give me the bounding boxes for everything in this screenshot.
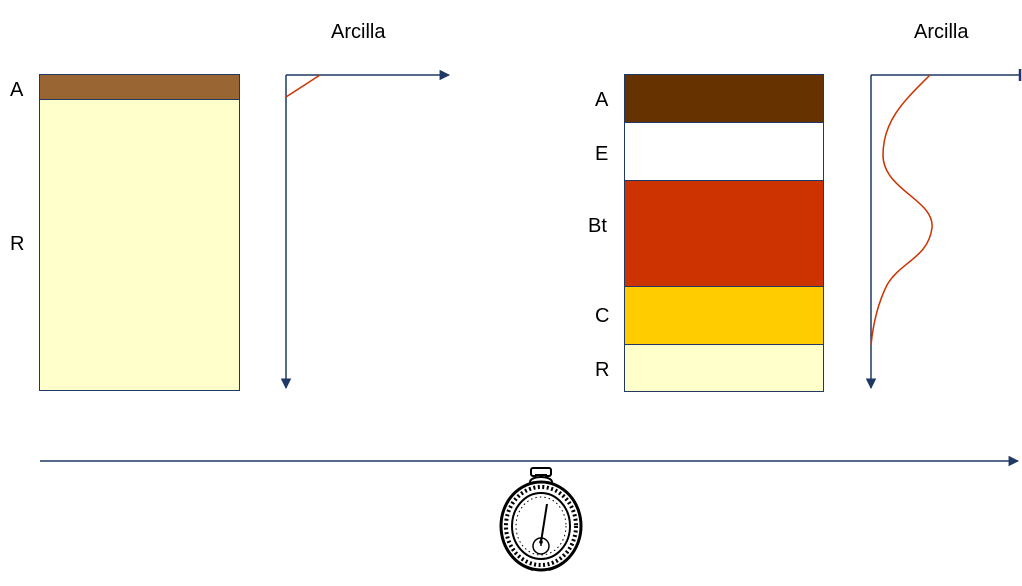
- clay-axis-label-right: Arcilla: [914, 21, 969, 43]
- horizon-label-c-mature: C: [595, 305, 610, 327]
- horizon-bt-mature: [624, 180, 824, 287]
- horizon-label-bt-mature: Bt: [588, 215, 607, 237]
- horizon-r-mature: [624, 344, 824, 392]
- clay-axis-label-left: Arcilla: [331, 21, 386, 43]
- horizon-r-young: [39, 99, 240, 391]
- horizon-label-e-mature: E: [595, 143, 609, 165]
- horizon-label-r-mature: R: [595, 359, 610, 381]
- horizon-c-mature: [624, 286, 824, 345]
- clay-curve-young: [285, 74, 321, 98]
- horizon-label-r-young: R: [10, 233, 25, 255]
- clay-curve-mature: [870, 74, 933, 346]
- horizon-label-a-young: A: [10, 79, 24, 101]
- horizon-label-a-mature: A: [595, 89, 609, 111]
